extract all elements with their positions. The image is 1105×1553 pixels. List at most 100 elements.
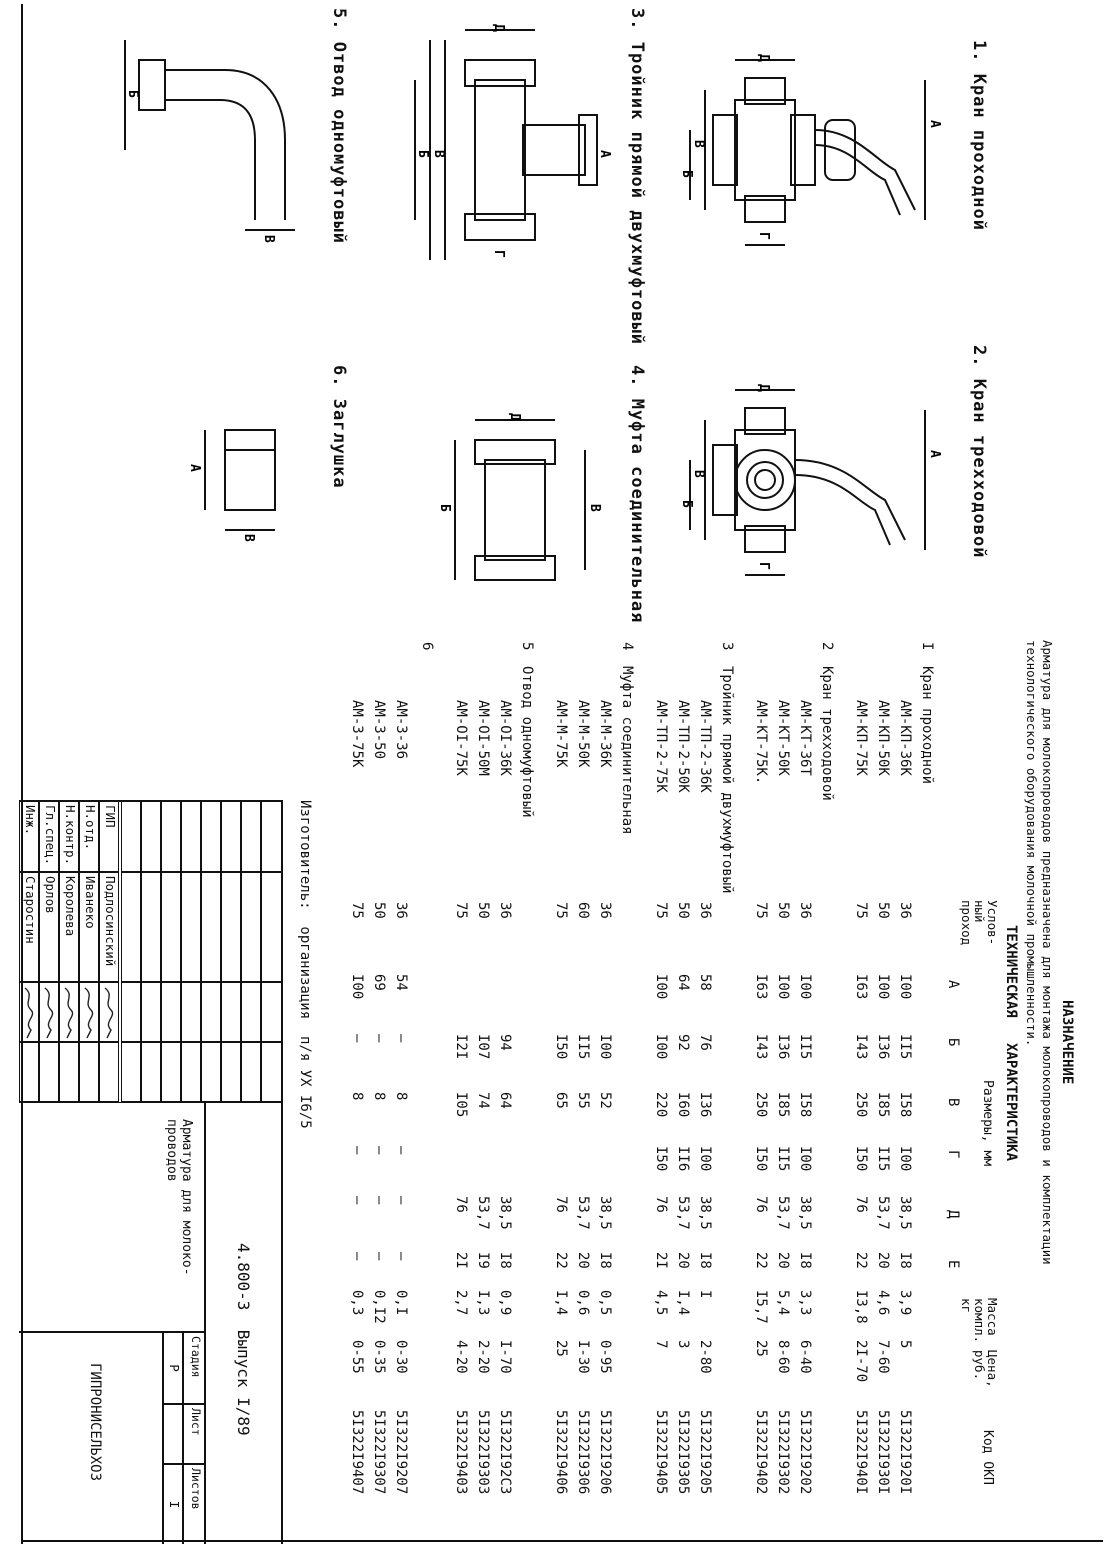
row-a: I00 [775, 974, 791, 1000]
row-price: 4-20 [453, 1340, 469, 1374]
row-v: I36 [697, 1092, 713, 1118]
row-mass: 0,9 [497, 1290, 513, 1316]
tb-empty-cell [261, 802, 281, 872]
row-e: 20 [675, 1252, 691, 1269]
row-okp: 5I322I9303 [475, 1410, 491, 1495]
row-price: 25 [553, 1340, 569, 1357]
row-mass: 4,6 [875, 1290, 891, 1316]
col-letter-e: Е [945, 1260, 961, 1269]
row-e: – [349, 1252, 365, 1261]
row-price: 0-35 [371, 1340, 387, 1374]
row-d: 53,7 [475, 1196, 491, 1230]
row-v: 250 [853, 1092, 869, 1118]
manufacturer-line: Изготовитель: организация п/я УХ I6/5 [297, 800, 313, 1129]
tb-name: Иванеко [79, 872, 99, 982]
row-dn: 36 [797, 902, 813, 919]
row-a: I00 [653, 974, 669, 1000]
row-price: 6-40 [797, 1340, 813, 1374]
col-letter-a: А [945, 980, 961, 989]
dim-label-b-2: Б [679, 500, 694, 508]
signature-scribble [24, 987, 34, 1039]
row-code: АМ-КТ-36Т [797, 700, 813, 776]
row-code: АМ-ОI-75К [453, 700, 469, 776]
row-a: I00 [897, 974, 913, 1000]
row-b: I50 [553, 1034, 569, 1060]
row-a: 54 [393, 974, 409, 991]
col-header-mass: Масса компл. кг [959, 1298, 1000, 1344]
tb-empty-cell [221, 872, 241, 982]
row-price: 2-80 [697, 1340, 713, 1374]
row-b: – [393, 1034, 409, 1043]
row-v: 250 [753, 1092, 769, 1118]
row-g: I00 [697, 1146, 713, 1172]
row-mass: I,4 [553, 1290, 569, 1316]
dim-label-v-2: В [691, 470, 706, 478]
dim-label-v-6: В [241, 534, 256, 542]
tb-empty-cell [221, 982, 241, 1042]
tb-empty-cell [121, 872, 141, 982]
tb-empty-cell [241, 982, 261, 1042]
row-mass: 3,3 [797, 1290, 813, 1316]
row-g: I50 [753, 1146, 769, 1172]
group-name: Тройник прямой двухмуфтовый [719, 666, 735, 894]
tb-date [19, 1042, 39, 1102]
spec-heading: НАЗНАЧЕНИЕ [1059, 1000, 1075, 1085]
tb-empty-cell [261, 1042, 281, 1102]
row-a: I00 [797, 974, 813, 1000]
drawing-kran-prokhodnoy-svg: Д Г В Б А [679, 54, 942, 246]
tb-empty-cell [141, 982, 161, 1042]
row-mass: 0,5 [597, 1290, 613, 1316]
tb-name: Королева [59, 872, 79, 982]
tb-date [99, 1042, 119, 1102]
row-dn: 50 [775, 902, 791, 919]
row-e: 22 [553, 1252, 569, 1269]
row-okp: 5I322I9307 [371, 1410, 387, 1495]
tb-sheets-value: I [163, 1464, 183, 1544]
row-d: 76 [653, 1196, 669, 1213]
row-v: 64 [497, 1092, 513, 1109]
row-b: I07 [475, 1034, 491, 1060]
tb-empty-cell [221, 1042, 241, 1102]
tb-role: Н.отд. [79, 802, 99, 872]
row-e: 20 [875, 1252, 891, 1269]
row-d: 53,7 [875, 1196, 891, 1230]
row-dn: 75 [553, 902, 569, 919]
row-dn: 50 [475, 902, 491, 919]
row-d: 38,5 [597, 1196, 613, 1230]
col-letter-v: В [945, 1098, 961, 1107]
row-e: I8 [697, 1252, 713, 1269]
group-number: I [919, 642, 935, 651]
col-letter-g: Г [945, 1150, 961, 1159]
tb-signature [79, 982, 99, 1042]
row-e: 20 [775, 1252, 791, 1269]
group-number: 6 [419, 642, 435, 651]
row-g: II6 [675, 1146, 691, 1172]
col-letter-d: Д [945, 1210, 961, 1219]
row-okp: 5I322I9302 [775, 1410, 791, 1495]
row-v: 220 [653, 1092, 669, 1118]
dim-label-v-4: В [587, 504, 602, 512]
row-mass: 3,9 [897, 1290, 913, 1316]
dim-label-a: А [927, 120, 942, 128]
row-g: – [349, 1146, 365, 1155]
row-g: II5 [775, 1146, 791, 1172]
row-okp: 5I322I920I [897, 1410, 913, 1495]
row-d: – [393, 1196, 409, 1205]
row-e: I9 [475, 1252, 491, 1269]
tb-empty-cell [241, 802, 261, 872]
row-a: I63 [853, 974, 869, 1000]
dim-label-a-3: А [597, 150, 612, 158]
tb-role: Н.контр. [59, 802, 79, 872]
row-price: I-70 [497, 1340, 513, 1374]
drawing-kran-trekhkhodovoy-svg: Д Г В Б А [679, 384, 942, 576]
row-okp: 5I322I9207 [393, 1410, 409, 1495]
tb-empty-cell [141, 872, 161, 982]
row-g: I00 [897, 1146, 913, 1172]
tb-empty-cell [201, 1042, 221, 1102]
tb-stage-label: Стадия [183, 1332, 205, 1404]
dim-label-d: Д [756, 54, 771, 62]
tb-empty-cell [181, 872, 201, 982]
tb-stage-value: Р [163, 1332, 183, 1404]
